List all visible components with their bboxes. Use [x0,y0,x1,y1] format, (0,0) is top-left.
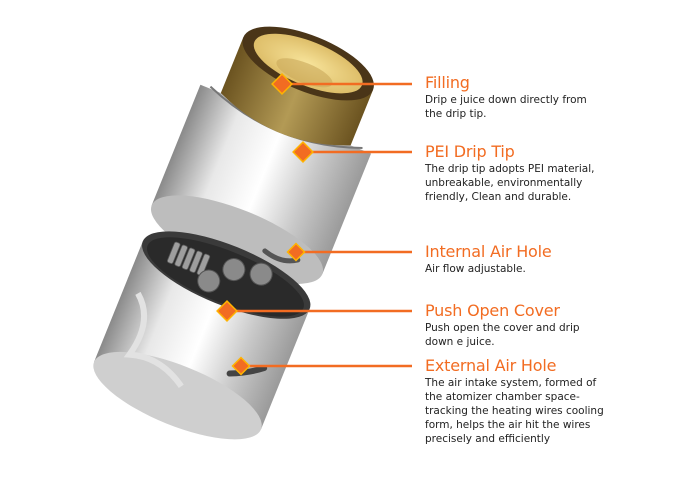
callout-description: Air flow adjustable. [425,263,526,275]
callout-description: The drip tip adopts PEI material, unbrea… [425,163,595,203]
callout-title: External Air Hole [425,356,557,375]
callout-description: Drip e juice down directly from the drip… [425,94,587,120]
callout-title: Internal Air Hole [425,242,552,261]
callout-push-open-cover: Push Open Cover Push open the cover and … [425,302,700,349]
callout-description: The air intake system, formed of the ato… [425,377,604,445]
callout-internal-air-hole: Internal Air Hole Air flow adjustable. [425,243,700,276]
top-cap [150,26,374,284]
callout-title: PEI Drip Tip [425,142,515,161]
callout-filling: Filling Drip e juice down directly from … [425,74,700,121]
callout-pei-drip-tip: PEI Drip Tip The drip tip adopts PEI mat… [425,143,700,204]
callout-description: Push open the cover and drip down e juic… [425,322,580,348]
bottom-deck [93,231,311,440]
leader-lines [227,82,412,368]
callout-title: Filling [425,73,470,92]
marker-dots [216,73,314,376]
callout-external-air-hole: External Air Hole The air intake system,… [425,357,700,446]
callout-title: Push Open Cover [425,301,560,320]
